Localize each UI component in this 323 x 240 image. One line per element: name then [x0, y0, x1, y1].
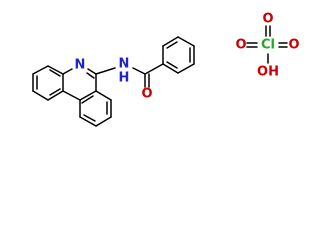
- perchlorate-chlorine-label: Cl: [261, 38, 275, 53]
- amide-hydrogen-label: H: [119, 71, 130, 86]
- perchlorate-hydroxyl-label: OH: [257, 65, 279, 80]
- molecule-drawing: N N H O O Cl O O OH: [32, 12, 300, 127]
- perchlorate-top-oxygen-label: O: [262, 12, 273, 27]
- perchlorate-right-oxygen-label: O: [288, 38, 299, 53]
- perchlorate-left-oxygen-label: O: [235, 38, 246, 53]
- chemical-structure-canvas: N N H O O Cl O O OH: [32, 12, 300, 127]
- phenanthridine-central-ring: [62, 68, 97, 101]
- phenanthridine-lower-ring: [79, 90, 112, 127]
- benzoyl-phenyl-ring: [162, 36, 195, 74]
- carbonyl-oxygen-label: O: [141, 87, 152, 102]
- phenanthridine-left-ring: [32, 65, 64, 101]
- ring-nitrogen-label: N: [75, 58, 86, 73]
- amide-nitrogen-label: N: [119, 57, 130, 72]
- perchlorate-bonds: [246, 25, 288, 64]
- amide-linkage: [95, 63, 164, 88]
